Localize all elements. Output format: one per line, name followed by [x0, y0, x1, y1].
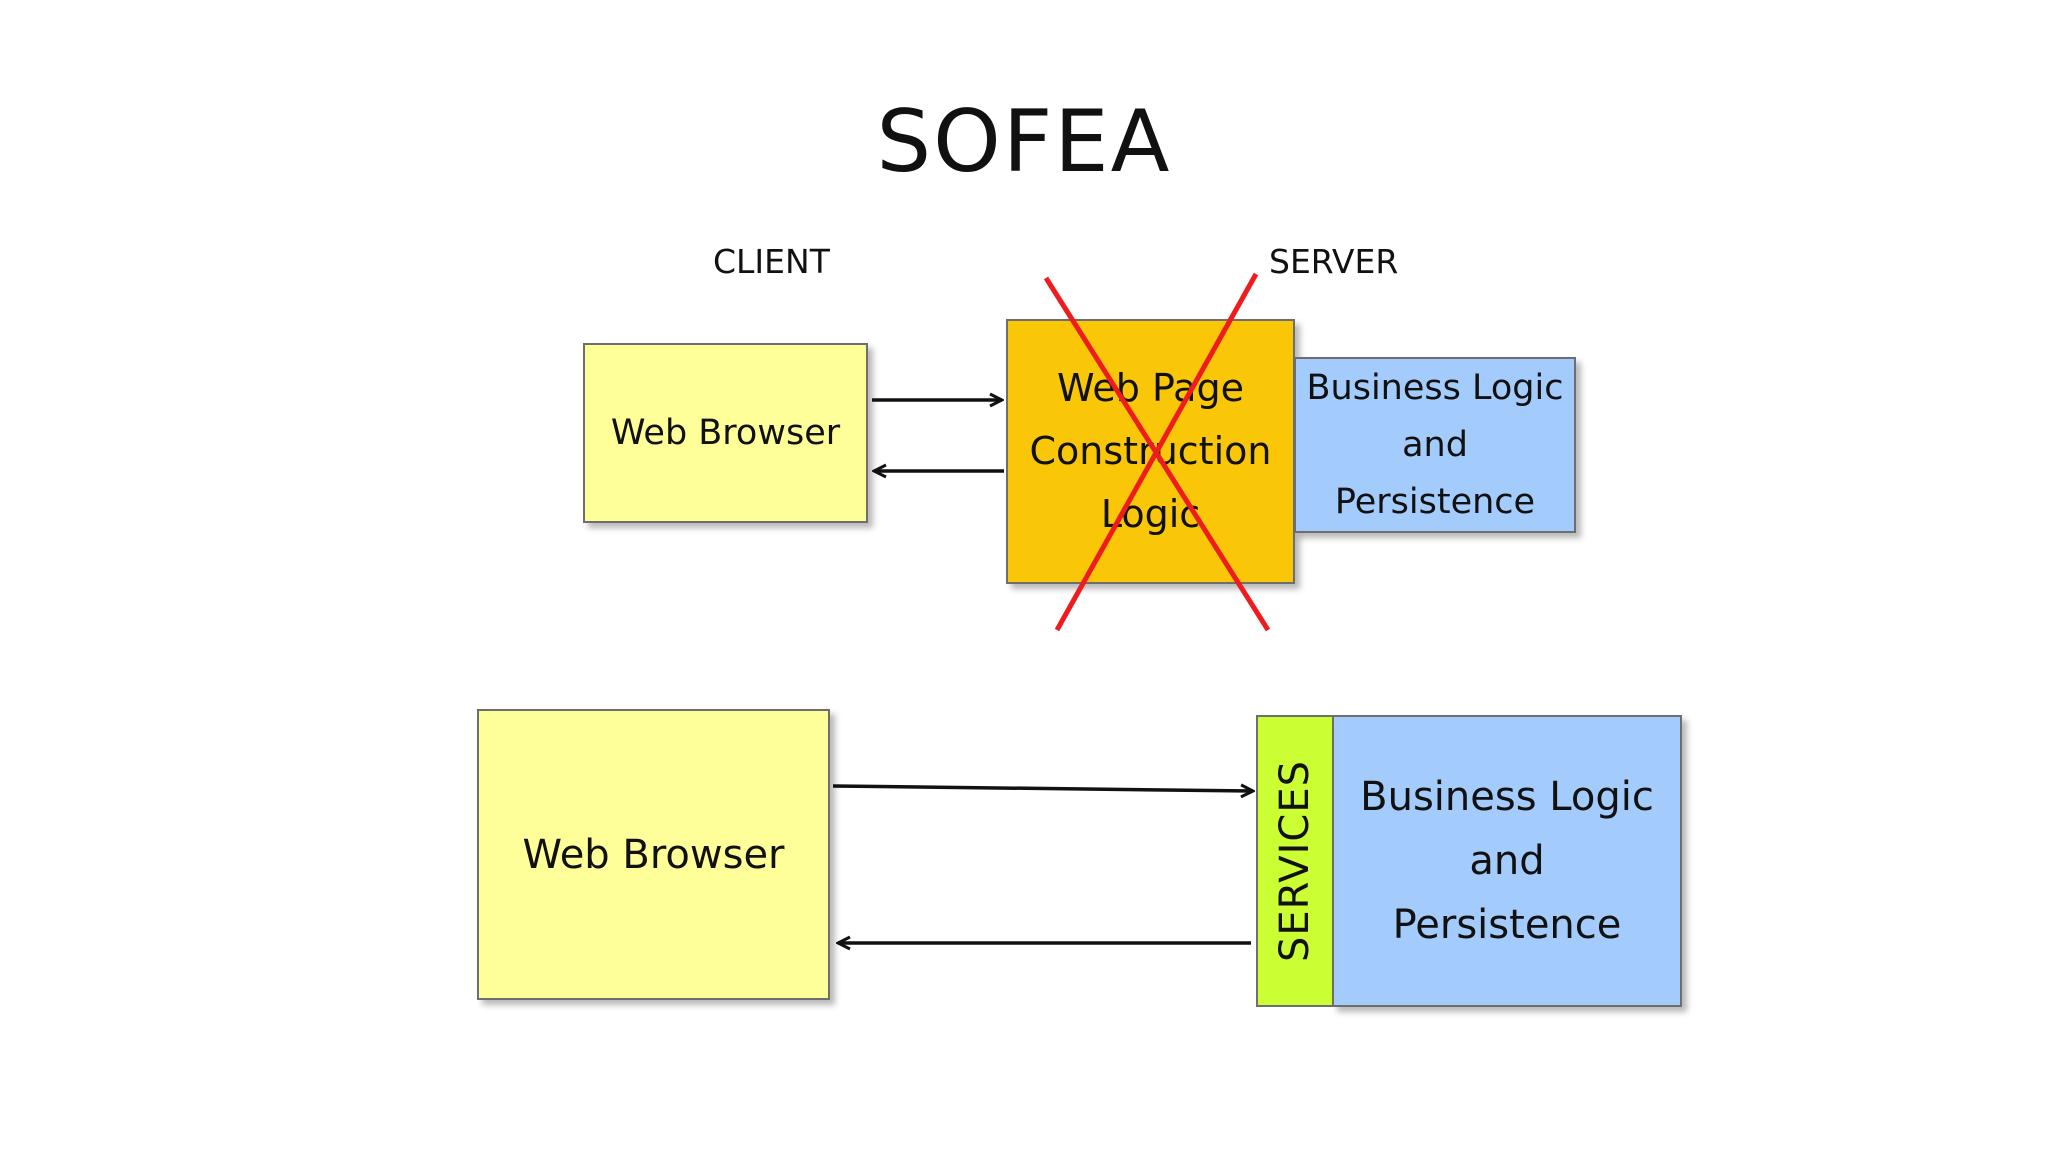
web-page-construction-label: Web Page Construction Logic — [1029, 366, 1272, 536]
services-box: SERVICES — [1256, 715, 1334, 1007]
business-logic-label: Business Logic and Persistence — [1306, 367, 1564, 522]
page-title: SOFEA — [876, 92, 1172, 192]
web-browser-box-bottom: Web Browser — [477, 709, 830, 1000]
web-browser-label: Web Browser — [610, 413, 841, 453]
server-label: SERVER — [1269, 242, 1399, 281]
business-logic-box-bottom: Business Logic and Persistence — [1332, 715, 1682, 1007]
business-logic-label-bottom: Business Logic and Persistence — [1360, 774, 1654, 948]
services-label: SERVICES — [1272, 759, 1318, 963]
web-browser-label-bottom: Web Browser — [522, 831, 785, 878]
bottom-request-arrow — [832, 786, 1253, 791]
client-label: CLIENT — [713, 242, 830, 281]
web-browser-box: Web Browser — [583, 343, 868, 523]
web-page-construction-box: Web Page Construction Logic — [1006, 319, 1295, 584]
business-logic-box: Business Logic and Persistence — [1294, 357, 1576, 533]
